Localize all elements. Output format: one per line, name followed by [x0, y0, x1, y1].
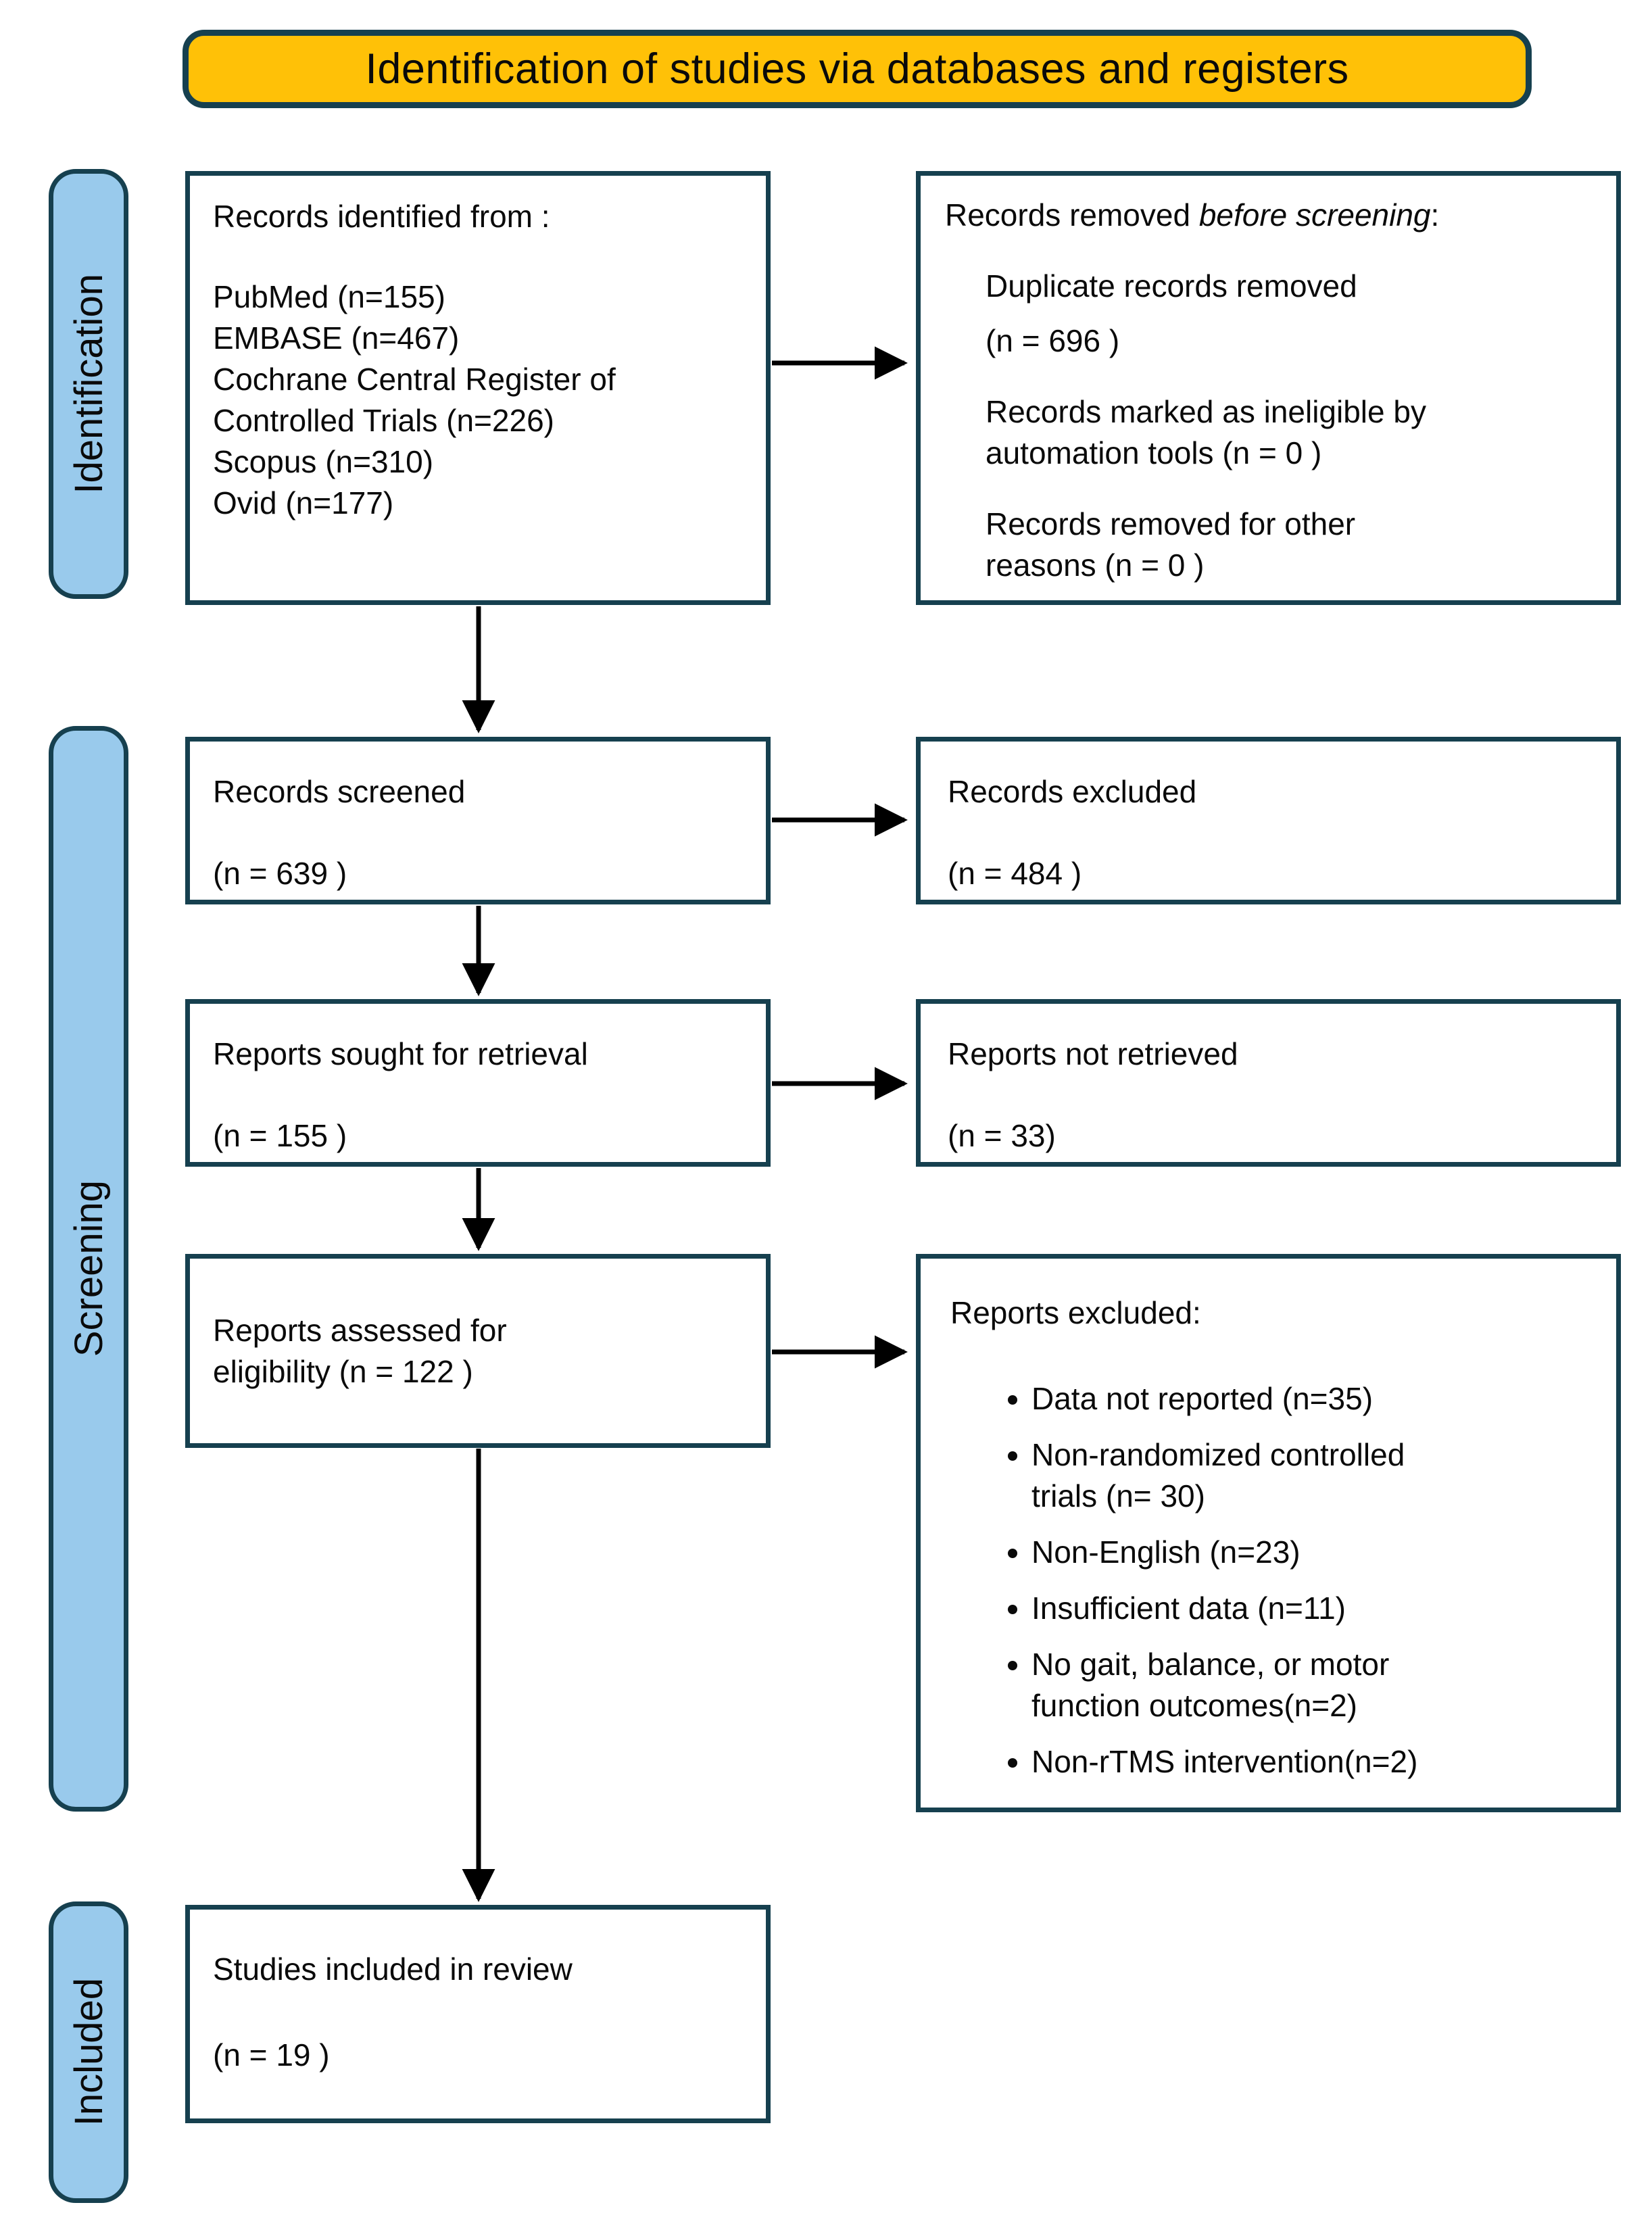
- reports-not-retrieved-count: (n = 33): [948, 1118, 1056, 1153]
- removed-item-duplicates-count: (n = 696 ): [986, 323, 1120, 358]
- source-embase: EMBASE (n=467): [213, 320, 460, 356]
- excluded-reason: Non-randomized controlled trials (n= 30): [1031, 1434, 1467, 1517]
- stage-label-screening: Screening: [49, 726, 128, 1812]
- source-scopus: Scopus (n=310): [213, 444, 434, 479]
- source-ovid: Ovid (n=177): [213, 485, 394, 520]
- records-removed-heading-suffix: :: [1430, 197, 1440, 233]
- reports-assessed-heading: Reports assessed for eligibility (n = 12…: [213, 1312, 507, 1389]
- records-removed-heading: Records removed before screening:: [945, 195, 1599, 236]
- box-records-excluded: Records excluded (n = 484 ): [916, 737, 1621, 904]
- reports-excluded-heading: Reports excluded:: [950, 1295, 1201, 1330]
- studies-included-count: (n = 19 ): [213, 2037, 330, 2073]
- box-reports-not-retrieved: Reports not retrieved (n = 33): [916, 999, 1621, 1167]
- records-identified-heading: Records identified from :: [213, 199, 550, 234]
- records-screened-heading: Records screened: [213, 774, 466, 809]
- box-records-screened: Records screened (n = 639 ): [185, 737, 771, 904]
- records-excluded-count: (n = 484 ): [948, 856, 1082, 891]
- diagram-title: Identification of studies via databases …: [365, 45, 1349, 93]
- stage-text-screening: Screening: [66, 1180, 111, 1357]
- box-reports-sought: Reports sought for retrieval (n = 155 ): [185, 999, 771, 1167]
- records-removed-heading-prefix: Records removed: [945, 197, 1199, 233]
- reports-not-retrieved-heading: Reports not retrieved: [948, 1036, 1238, 1071]
- excluded-reason: Insufficient data (n=11): [1031, 1588, 1467, 1629]
- removed-item-automation: Records marked as ineligible by automati…: [986, 394, 1426, 470]
- stage-label-included: Included: [49, 1901, 128, 2203]
- reports-excluded-list: Data not reported (n=35) Non-randomized …: [950, 1378, 1599, 1783]
- excluded-reason: Data not reported (n=35): [1031, 1378, 1467, 1420]
- excluded-reason: Non-English (n=23): [1031, 1532, 1467, 1573]
- source-pubmed: PubMed (n=155): [213, 279, 445, 314]
- records-excluded-heading: Records excluded: [948, 774, 1197, 809]
- reports-sought-heading: Reports sought for retrieval: [213, 1036, 588, 1071]
- removed-item-duplicates: Duplicate records removed (n = 696 ): [986, 266, 1452, 362]
- stage-text-included: Included: [66, 1978, 111, 2127]
- stage-text-identification: Identification: [66, 274, 111, 494]
- records-removed-heading-italic: before screening: [1198, 197, 1431, 233]
- box-records-identified: Records identified from : PubMed (n=155)…: [185, 171, 771, 605]
- box-records-removed: Records removed before screening: Duplic…: [916, 171, 1621, 605]
- removed-item-other: Records removed for other reasons (n = 0…: [986, 506, 1356, 583]
- excluded-reason: No gait, balance, or motor function outc…: [1031, 1644, 1467, 1726]
- source-cochrane: Cochrane Central Register of Controlled …: [213, 362, 616, 438]
- records-screened-count: (n = 639 ): [213, 856, 347, 891]
- stage-label-identification: Identification: [49, 169, 128, 599]
- studies-included-heading: Studies included in review: [213, 1952, 573, 1987]
- box-reports-excluded: Reports excluded: Data not reported (n=3…: [916, 1254, 1621, 1812]
- reports-sought-count: (n = 155 ): [213, 1118, 347, 1153]
- excluded-reason: Non-rTMS intervention(n=2): [1031, 1741, 1467, 1783]
- box-studies-included: Studies included in review (n = 19 ): [185, 1905, 771, 2123]
- removed-item-duplicates-text: Duplicate records removed: [986, 268, 1357, 304]
- diagram-title-banner: Identification of studies via databases …: [183, 30, 1532, 108]
- box-reports-assessed: Reports assessed for eligibility (n = 12…: [185, 1254, 771, 1448]
